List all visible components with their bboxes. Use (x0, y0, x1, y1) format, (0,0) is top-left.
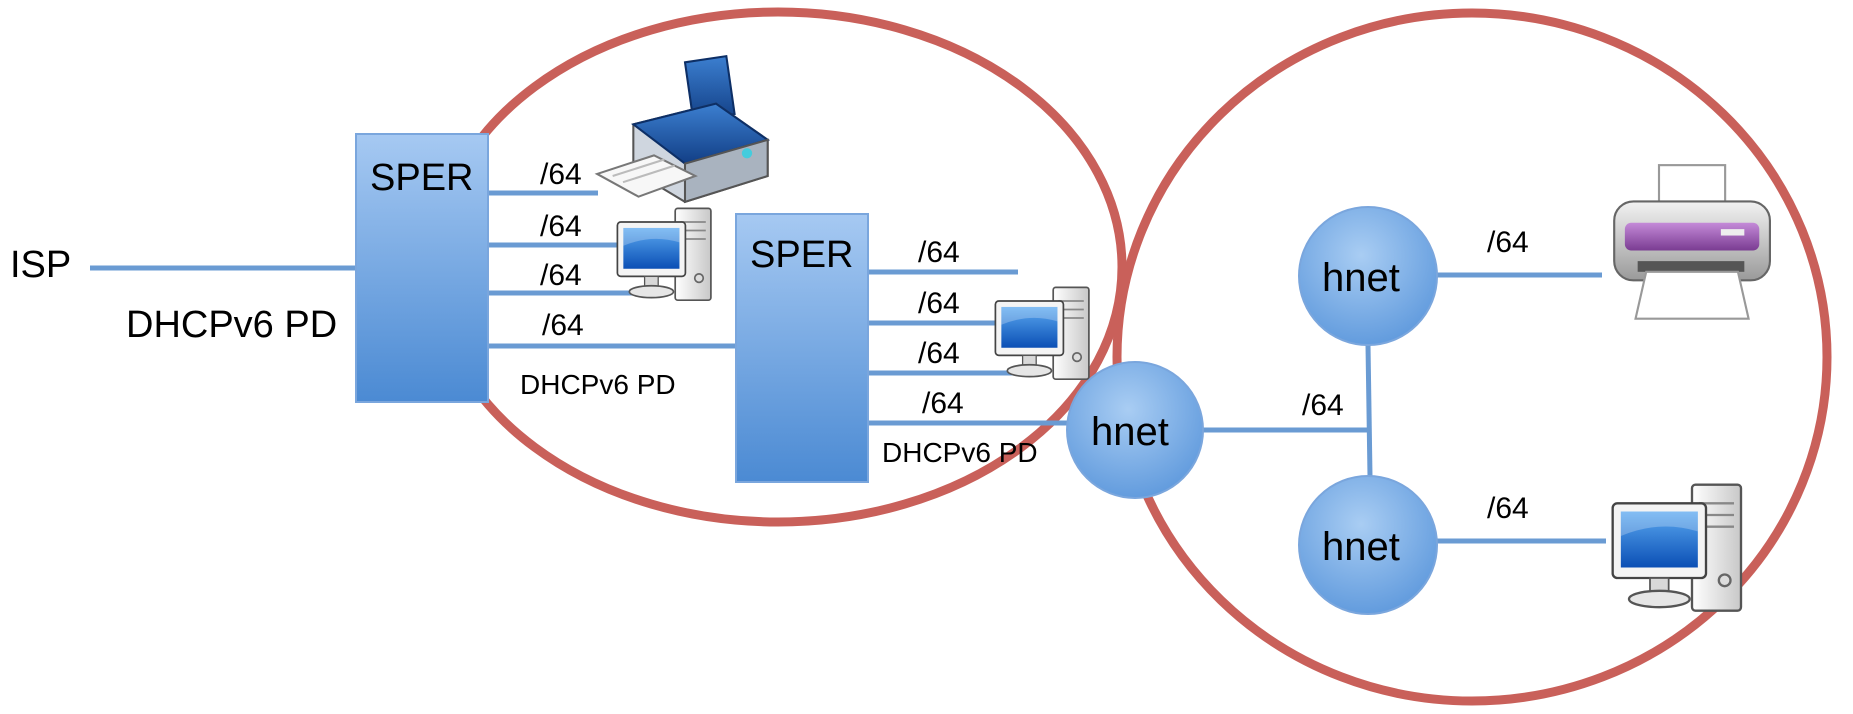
prefix-label: /64 (918, 337, 960, 370)
prefix-label: /64 (922, 387, 964, 420)
upstream-pd-label: DHCPv6 PD (126, 304, 337, 346)
prefix-label: /64 (1487, 226, 1529, 259)
prefix-label: /64 (540, 210, 582, 243)
computer-icon (616, 207, 712, 302)
computer-icon (1611, 483, 1743, 613)
prefix-label: /64 (542, 309, 584, 342)
hnet-node-center (1066, 361, 1204, 499)
zone-ellipse-right (1112, 8, 1832, 706)
sper2-to-hnet-pd-label: DHCPv6 PD (882, 437, 1038, 468)
sper1-label: SPER (370, 157, 473, 199)
hnet-bottom-label: hnet (1322, 525, 1400, 569)
printer-icon (1613, 164, 1772, 320)
sper-box-1 (355, 133, 489, 403)
printer-icon (596, 55, 769, 203)
prefix-label: /64 (540, 158, 582, 191)
sper-box-2 (735, 213, 869, 483)
hnet-vertical-link (1365, 344, 1373, 477)
sper2-label: SPER (750, 234, 853, 276)
prefix-label: /64 (540, 259, 582, 292)
computer-icon (994, 286, 1090, 381)
sper1-to-sper2-pd-label: DHCPv6 PD (520, 369, 676, 400)
prefix-label: /64 (918, 287, 960, 320)
isp-label: ISP (10, 244, 71, 286)
prefix-label: /64 (918, 236, 960, 269)
hnet-node-bottom (1298, 475, 1438, 615)
hnet-top-label: hnet (1322, 256, 1400, 300)
prefix-label: /64 (1302, 389, 1344, 422)
hnet-node-top (1298, 206, 1438, 346)
prefix-label: /64 (1487, 492, 1529, 525)
hnet-center-label: hnet (1091, 410, 1169, 454)
